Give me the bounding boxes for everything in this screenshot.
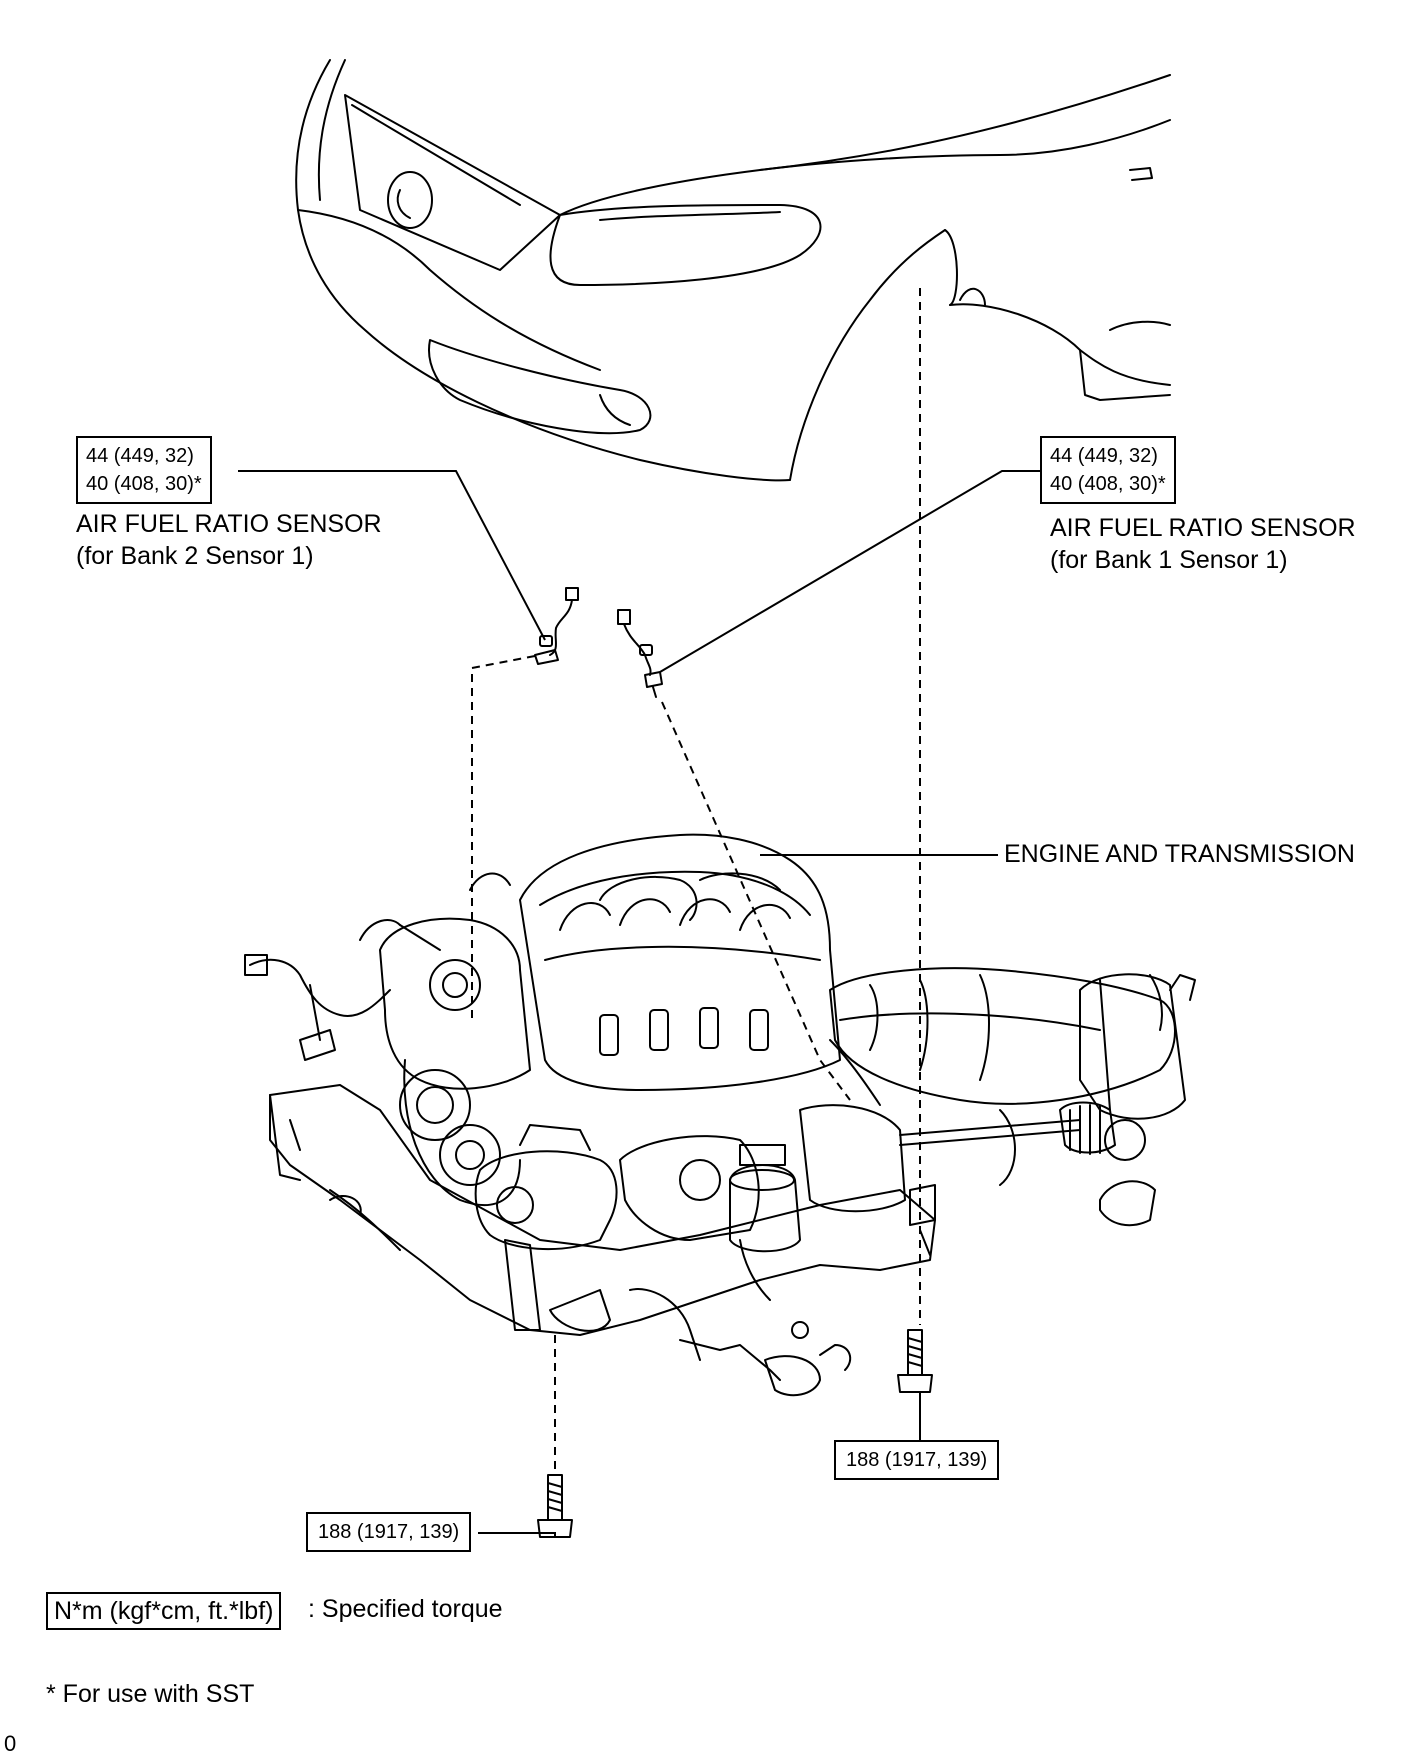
torque-unit-box: N*m (kgf*cm, ft.*lbf) <box>46 1592 282 1630</box>
sensor-subtitle: (for Bank 1 Sensor 1) <box>1050 546 1288 574</box>
torque-value: 44 (449, 32) <box>1050 445 1158 467</box>
air-fuel-sensor-bank1 <box>617 609 663 698</box>
bolt-right <box>897 1329 933 1393</box>
sensor-title: AIR FUEL RATIO SENSOR <box>76 510 382 538</box>
torque-value-sst: 40 (408, 30)* <box>86 473 202 495</box>
torque-value: 44 (449, 32) <box>86 445 194 467</box>
torque-box-bank2: 44 (449, 32) 40 (408, 30)* <box>76 436 212 504</box>
torque-box-bank1: 44 (449, 32) 40 (408, 30)* <box>1040 436 1176 504</box>
sensor-title: AIR FUEL RATIO SENSOR <box>1050 514 1356 542</box>
bolt-left <box>537 1474 573 1538</box>
bolt-torque-box-left: 188 (1917, 139) <box>306 1512 472 1552</box>
torque-value-sst: 40 (408, 30)* <box>1050 473 1166 495</box>
sensor-subtitle: (for Bank 2 Sensor 1) <box>76 542 314 570</box>
dashed-guide-lines <box>471 288 921 1470</box>
vehicle-front-outline <box>295 59 1171 482</box>
sensor-label-bank1: AIR FUEL RATIO SENSOR (for Bank 1 Sensor… <box>1050 512 1356 576</box>
engine-transmission-drawing <box>244 833 1196 1397</box>
bolt-torque-box-right: 188 (1917, 139) <box>834 1440 1000 1480</box>
corner-mark: 0 <box>4 1731 17 1756</box>
leader-lines <box>238 470 1040 1537</box>
torque-legend-text: : Specified torque <box>308 1595 503 1623</box>
sst-footnote: * For use with SST <box>46 1680 255 1708</box>
air-fuel-sensor-bank2 <box>534 587 579 665</box>
engine-transmission-label: ENGINE AND TRANSMISSION <box>1004 840 1355 868</box>
sensor-label-bank2: AIR FUEL RATIO SENSOR (for Bank 2 Sensor… <box>76 508 382 572</box>
